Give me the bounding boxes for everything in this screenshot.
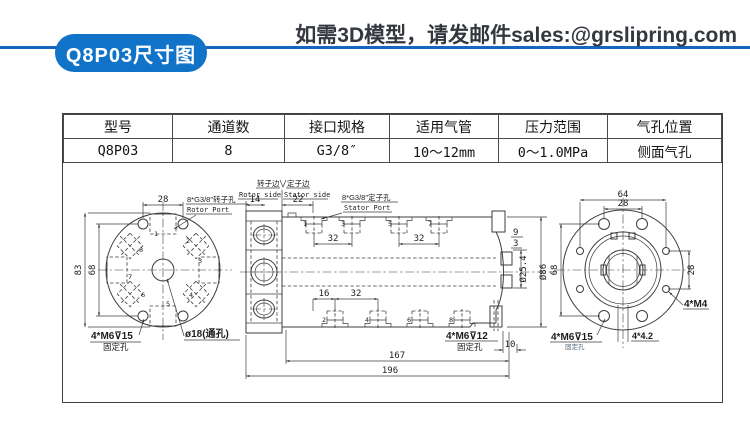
side-port-3: 3 bbox=[341, 220, 345, 228]
through-hole-label: ø18(通孔) bbox=[185, 327, 229, 340]
col-pipe: 适用气管 bbox=[389, 114, 499, 139]
cell-pipe: 10～12mm bbox=[389, 138, 499, 163]
side-port-5: 5 bbox=[388, 220, 392, 228]
port-num-6: 6 bbox=[141, 291, 145, 299]
drawing-frame: 型号 通道数 接口规格 适用气管 压力范围 气孔位置 Q8P03 8 G3/8″… bbox=[62, 113, 723, 403]
side-fixing-label: 4*M6⊽12 bbox=[446, 331, 488, 342]
side-port-1: 1 bbox=[303, 220, 307, 228]
col-hole-position: 气孔位置 bbox=[607, 114, 722, 139]
dimension-drawing: 28 83 68 8*G3/8″转子孔 Rotor Port ø18(通孔) 4… bbox=[74, 178, 709, 379]
port-num-1: 1 bbox=[154, 230, 158, 238]
right-view-labels: 64 28 68 28 4*M4 4*M6⊽15 固定孔 4*4.2 bbox=[550, 190, 708, 351]
dim-68-right-view: 68 bbox=[550, 265, 560, 276]
dim-16: 16 bbox=[319, 289, 330, 299]
dia-25-4: Ø25.4 bbox=[518, 255, 529, 282]
fixing-hole-sub: 固定孔 bbox=[103, 342, 129, 352]
cell-hole-position: 侧面气孔 bbox=[607, 138, 722, 163]
port-num-8: 8 bbox=[139, 246, 143, 254]
port-num-2: 2 bbox=[186, 237, 190, 245]
port-num-5: 5 bbox=[166, 300, 170, 308]
left-view-geometry bbox=[83, 202, 248, 343]
spec-table-header-row: 型号 通道数 接口规格 适用气管 压力范围 气孔位置 bbox=[63, 114, 722, 139]
side-port-6: 6 bbox=[407, 316, 411, 324]
stator-side-en: Stator side bbox=[284, 191, 330, 199]
dim-28-top: 28 bbox=[618, 199, 629, 209]
stator-port-label-en: Stator Port bbox=[344, 204, 390, 212]
rotor-side-en: Rotor side bbox=[239, 191, 281, 199]
m4-label: 4*M4 bbox=[684, 299, 708, 310]
stator-port-label-cn: 8*G3/8″定子孔 bbox=[342, 192, 391, 202]
col-pressure: 压力范围 bbox=[498, 114, 608, 139]
right-fixing-label: 4*M6⊽15 bbox=[551, 332, 593, 343]
col-port-spec: 接口规格 bbox=[284, 114, 390, 139]
title-badge: Q8P03尺寸图 bbox=[55, 34, 207, 72]
side-view-labels: 转子边 定子边 Rotor side Stator side 14 22 8*G… bbox=[239, 178, 549, 376]
dim-14: 14 bbox=[250, 195, 261, 205]
cell-port-spec: G3/8″ bbox=[284, 138, 390, 163]
spec-table: 型号 通道数 接口规格 适用气管 压力范围 气孔位置 Q8P03 8 G3/8″… bbox=[63, 114, 722, 163]
side-port-8: 8 bbox=[449, 316, 453, 324]
dia-86: Ø86 bbox=[538, 264, 549, 280]
dim-83: 83 bbox=[74, 265, 84, 276]
rotor-port-label-en: Rotor Port bbox=[187, 206, 229, 214]
dim-28-side: 28 bbox=[687, 265, 697, 276]
right-view-geometry bbox=[550, 198, 709, 348]
hole-4-2-label: 4*4.2 bbox=[632, 331, 653, 341]
spec-table-data-row: Q8P03 8 G3/8″ 10～12mm 0～1.0MPa 侧面气孔 bbox=[63, 138, 722, 163]
rotor-port-label-cn: 8*G3/8″转子孔 bbox=[187, 194, 236, 204]
header-divider-line bbox=[0, 46, 750, 49]
side-port-4: 4 bbox=[365, 316, 369, 324]
port-num-4: 4 bbox=[189, 291, 193, 299]
side-fixing-sub: 固定孔 bbox=[457, 342, 483, 352]
port-num-3: 3 bbox=[198, 257, 202, 265]
dim-32-c: 32 bbox=[351, 289, 362, 299]
dim-10: 10 bbox=[505, 340, 516, 350]
dim-3: 3 bbox=[513, 239, 518, 249]
side-port-2: 2 bbox=[322, 316, 326, 324]
rotor-side-cn: 转子边 bbox=[257, 178, 280, 188]
left-view-labels: 28 83 68 8*G3/8″转子孔 Rotor Port ø18(通孔) 4… bbox=[74, 194, 236, 352]
page-title: Q8P03尺寸图 bbox=[65, 44, 197, 67]
stator-side-cn: 定子边 bbox=[287, 178, 310, 188]
dim-167: 167 bbox=[389, 351, 405, 361]
dim-28: 28 bbox=[158, 195, 169, 205]
dim-32-a: 32 bbox=[328, 234, 339, 244]
dim-9: 9 bbox=[513, 228, 518, 238]
right-fixing-sub: 固定孔 bbox=[565, 342, 585, 351]
dim-196: 196 bbox=[382, 366, 398, 376]
cell-pressure: 0～1.0MPa bbox=[498, 138, 608, 163]
cell-channels: 8 bbox=[172, 138, 285, 163]
dim-32-b: 32 bbox=[414, 234, 425, 244]
side-port-7: 7 bbox=[428, 220, 432, 228]
col-model: 型号 bbox=[63, 114, 173, 139]
col-channels: 通道数 bbox=[172, 114, 285, 139]
dim-64: 64 bbox=[618, 190, 629, 200]
side-view-geometry bbox=[238, 179, 556, 379]
port-num-7: 7 bbox=[128, 273, 132, 281]
dim-68: 68 bbox=[88, 265, 98, 276]
dim-22: 22 bbox=[293, 195, 304, 205]
cell-model: Q8P03 bbox=[63, 138, 173, 163]
fixing-hole-label: 4*M6⊽15 bbox=[91, 331, 133, 342]
contact-note: 如需3D模型，请发邮件sales:@grslipring.com bbox=[295, 24, 737, 47]
